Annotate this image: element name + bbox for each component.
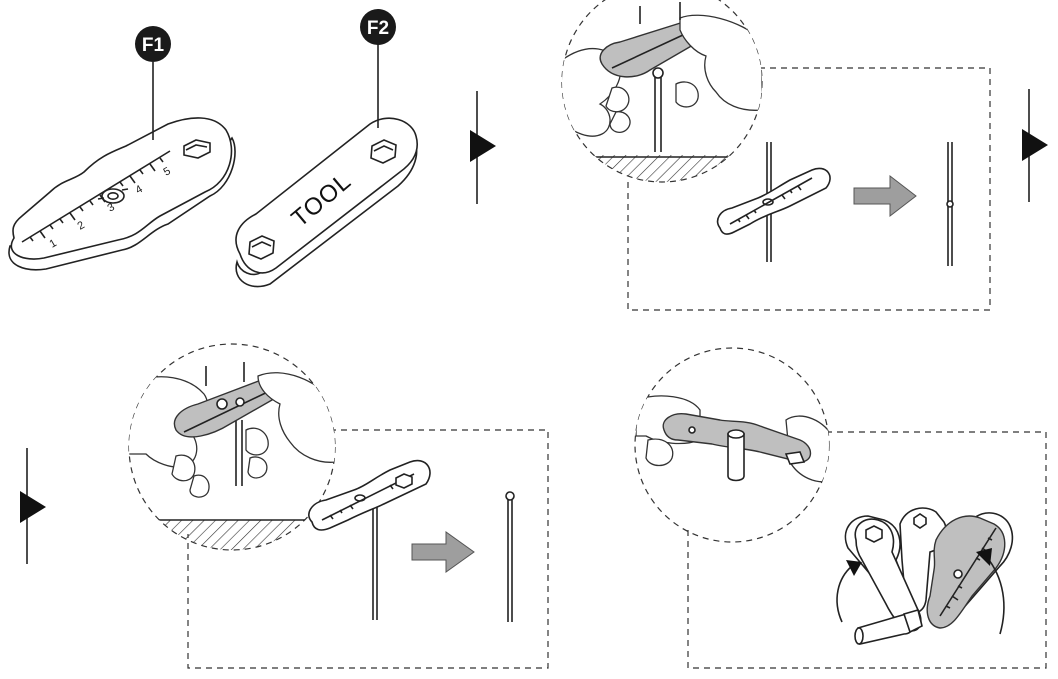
label-badge-f2: F2: [360, 9, 396, 45]
step-panel-2: [560, 0, 990, 310]
svg-text:F1: F1: [142, 35, 165, 56]
tool-f2: TOOL F2: [236, 9, 417, 287]
play-arrow-icon: [1022, 89, 1048, 202]
step-panel-4: [635, 348, 1046, 668]
svg-text:F2: F2: [367, 18, 389, 39]
tool-f1: 1 2 3 4 5 F1: [9, 26, 235, 270]
play-arrow-icon: [470, 91, 496, 204]
right-arrow-icon: [412, 532, 474, 572]
rotate-arrow-icon: [837, 560, 862, 622]
label-badge-f1: F1: [135, 26, 171, 62]
step-panel-3: [125, 344, 548, 668]
right-arrow-icon: [854, 176, 916, 216]
play-arrow-icon: [20, 448, 46, 564]
